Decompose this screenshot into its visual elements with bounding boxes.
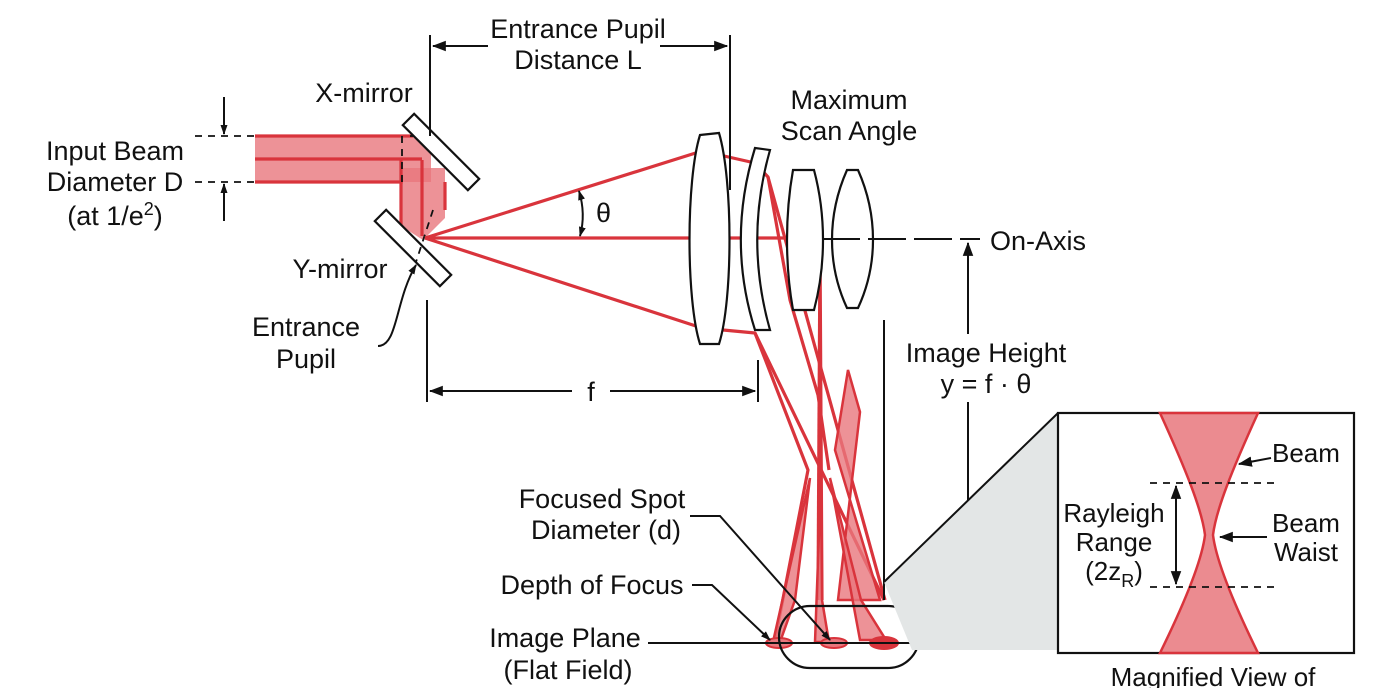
entrance-pupil-label-2: Pupil: [276, 344, 336, 374]
magnified-view-panel: [1056, 411, 1356, 655]
image-height-label-2: y = f · θ: [941, 369, 1032, 399]
depth-of-focus-label: Depth of Focus: [500, 570, 683, 600]
input-beam-label-2: Diameter D: [47, 167, 184, 197]
focused-spot-label-2: Diameter (d): [531, 515, 681, 545]
beam-waist-label-1: Beam: [1272, 508, 1340, 538]
theta-label: θ: [596, 198, 611, 228]
input-beam: [255, 134, 447, 240]
focal-length-label: f: [587, 377, 595, 407]
y-mirror-leader: [377, 264, 417, 347]
lens-1: [688, 131, 731, 346]
x-mirror: [401, 112, 481, 192]
focused-spot-label-1: Focused Spot: [519, 484, 686, 514]
rayleigh-label-3: (2zR): [1085, 556, 1143, 591]
focused-spot-leader: [690, 515, 831, 641]
max-scan-angle-label-2: Scan Angle: [781, 116, 918, 146]
y-mirror: [373, 208, 453, 288]
entrance-pupil-distance-label-2: Distance L: [514, 45, 642, 75]
beam-waist-label-2: Waist: [1274, 537, 1339, 567]
scan-beams: [424, 149, 889, 644]
beam-waist-profile: [1157, 411, 1261, 655]
y-mirror-label: Y-mirror: [292, 254, 387, 284]
magnified-view-label: Magnified View of: [1111, 662, 1317, 688]
image-plane-label-1: Image Plane: [489, 623, 641, 653]
focal-length-dimension: [426, 300, 759, 402]
rayleigh-label-1: Rayleigh: [1063, 498, 1164, 528]
on-axis-label: On-Axis: [990, 226, 1086, 256]
lens-2: [739, 146, 772, 332]
lens-3: [785, 168, 825, 312]
image-height-label-1: Image Height: [906, 338, 1067, 368]
input-beam-label-3: (at 1/e2): [67, 199, 163, 231]
magnifier-wedge: [884, 413, 1058, 650]
entrance-pupil-axis: [415, 209, 434, 263]
scan-lens-group: [688, 131, 875, 346]
entrance-pupil-distance-label-1: Entrance Pupil: [490, 14, 666, 44]
depth-of-focus-leader: [692, 584, 771, 641]
input-beam-label-1: Input Beam: [46, 136, 184, 166]
x-mirror-label: X-mirror: [315, 78, 412, 108]
entrance-pupil-distance-dimension: [429, 35, 731, 190]
rayleigh-label-2: Range: [1076, 527, 1153, 557]
image-plane-label-2: (Flat Field): [503, 655, 632, 685]
max-scan-angle-label-1: Maximum: [790, 85, 907, 115]
scan-angle-arc: [578, 190, 586, 237]
beam-label: Beam: [1272, 438, 1340, 468]
entrance-pupil-label-1: Entrance: [252, 312, 360, 342]
